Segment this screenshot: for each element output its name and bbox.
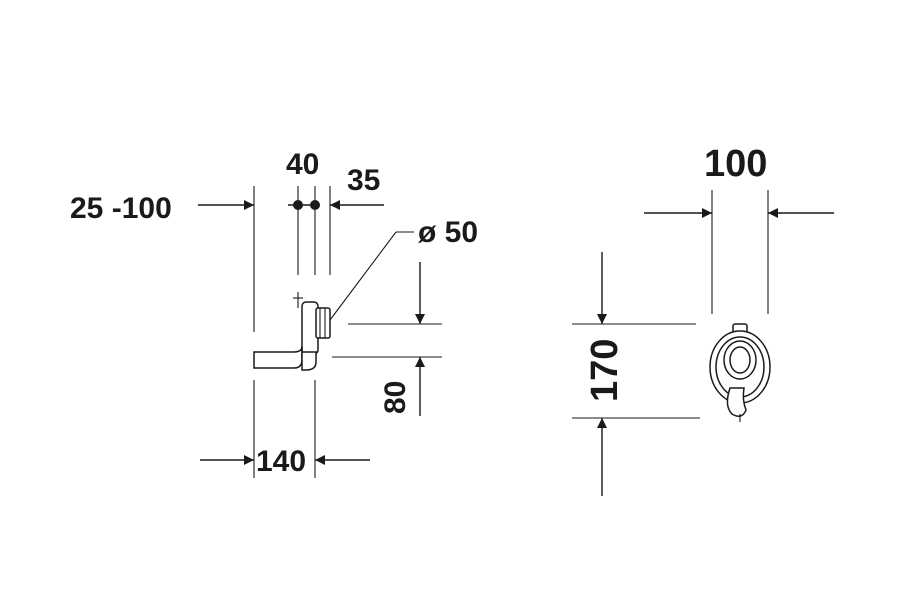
dim-label-25-100: 25 -100 <box>70 192 172 225</box>
dim-label-80: 80 <box>379 381 412 414</box>
dim-label-100: 100 <box>704 143 767 185</box>
siphon-front-body <box>709 323 771 422</box>
side-view: 25 -100 40 35 ø 50 <box>70 148 478 478</box>
siphon-side-body <box>253 292 331 371</box>
dim-label-140: 140 <box>256 445 306 478</box>
diameter-leader-diag <box>329 231 397 321</box>
dim-label-170: 170 <box>584 339 626 402</box>
dim-label-diameter: ø 50 <box>418 216 478 249</box>
front-view: 100 170 <box>572 143 834 496</box>
dim-label-40: 40 <box>286 148 319 181</box>
dim-label-35: 35 <box>347 164 380 197</box>
